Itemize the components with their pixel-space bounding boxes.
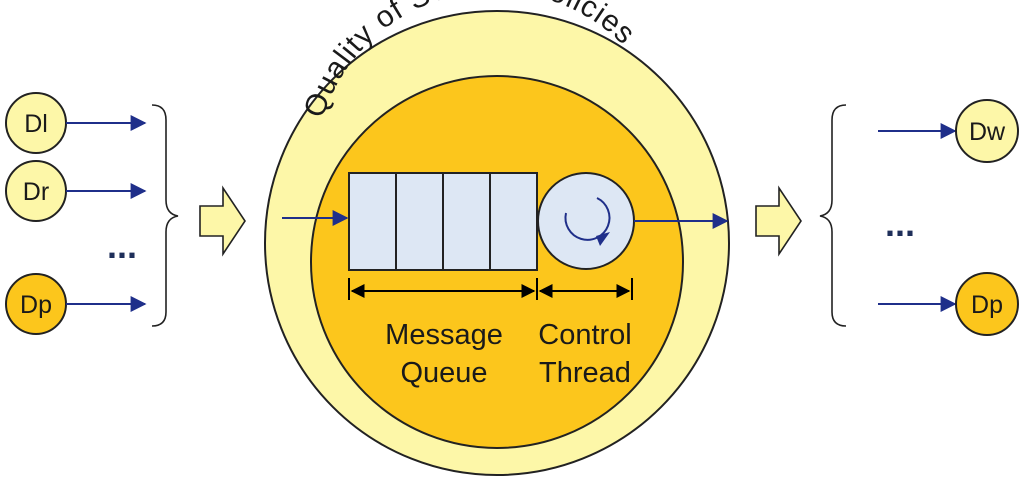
svg-text:Dl: Dl (24, 110, 48, 138)
output-ellipsis: ... (885, 203, 915, 244)
input-node-dl: Dl (5, 92, 67, 154)
svg-text:Dp: Dp (20, 291, 52, 319)
output-brace (819, 104, 847, 327)
message-queue (348, 172, 538, 271)
input-ellipsis: ... (107, 225, 137, 266)
output-block-arrow (755, 185, 802, 257)
input-brace (151, 104, 179, 327)
queue-dimension-line (348, 278, 538, 300)
control-thread (537, 172, 635, 270)
thread-label-line1: Control (538, 319, 632, 351)
queue-label-line1: Message (385, 319, 503, 351)
svg-text:Dr: Dr (23, 178, 49, 206)
output-node-dw: Dw (955, 99, 1019, 163)
input-node-dp: Dp (5, 273, 67, 335)
input-node-dr: Dr (5, 160, 67, 222)
svg-text:Dp: Dp (971, 291, 1003, 319)
output-node-dp: Dp (955, 272, 1019, 336)
thread-dimension-line (538, 278, 633, 300)
rotation-arrow-icon (596, 232, 610, 246)
thread-label-line2: Thread (539, 357, 631, 389)
queue-label-line2: Queue (400, 357, 487, 389)
input-block-arrow (199, 185, 246, 257)
svg-text:Dw: Dw (969, 118, 1006, 146)
